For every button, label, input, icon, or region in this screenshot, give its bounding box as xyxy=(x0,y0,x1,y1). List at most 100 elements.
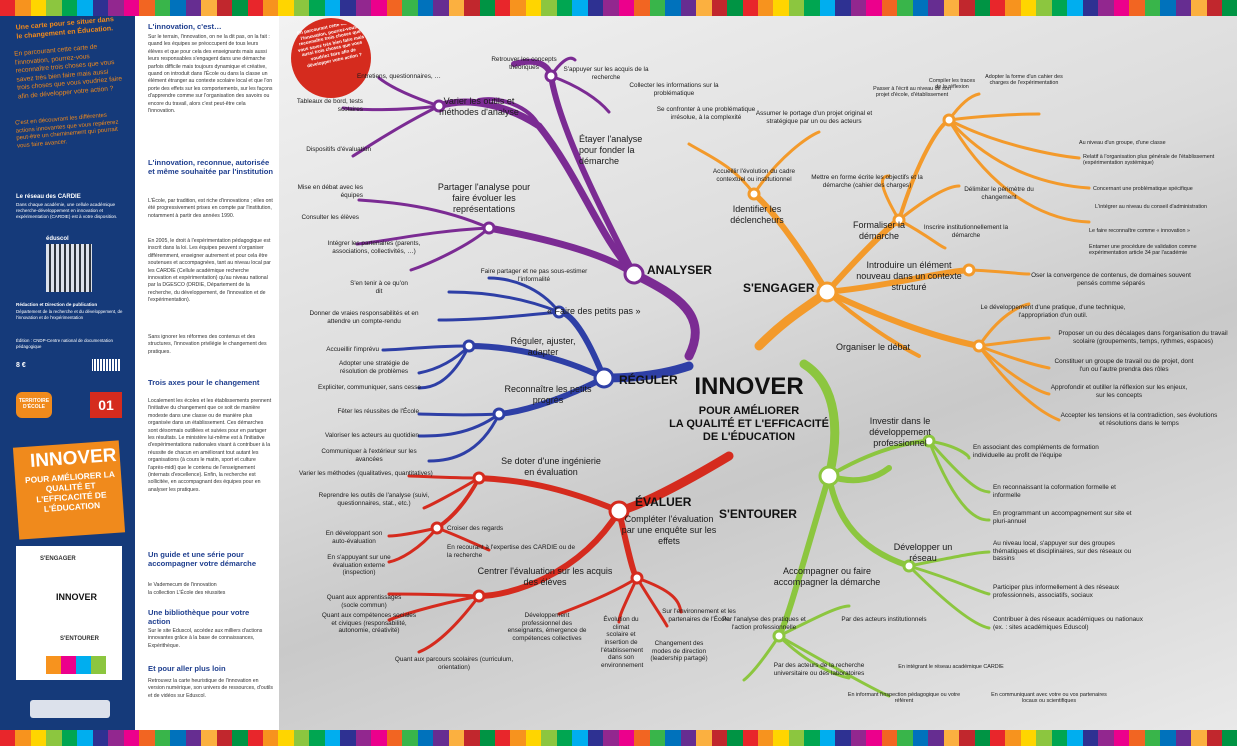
thumb-squares xyxy=(46,656,106,674)
eduscol-label: éduscol xyxy=(46,236,69,242)
subnode xyxy=(747,187,761,201)
map-label-sengager-leaves-5: Passer à l'écrit au niveau de son projet… xyxy=(873,86,951,99)
map-label-analyser-leaves-6: Se confronter à une problématique irréso… xyxy=(656,106,756,121)
thumb-label-innover: INNOVER xyxy=(56,592,98,602)
map-label-sengager-leaves-14: Oser la convergence de contenus, de doma… xyxy=(1031,272,1191,287)
map-label-analyser-leaves-7: Mise en débat avec les équipes xyxy=(297,184,363,199)
subnode xyxy=(472,471,486,485)
branch-sentourer-lines xyxy=(742,359,991,698)
node-sengager xyxy=(816,281,838,303)
map-label-sengager-formaliser: Formaliser la démarche xyxy=(852,220,905,241)
heading-trois-axes: Trois axes pour le changement xyxy=(148,378,260,387)
label-sengager: S'ENGAGER xyxy=(743,281,815,295)
map-label-analyser-leaves-5: Dispositifs d'évaluation xyxy=(306,146,371,153)
heading-innovation: L'innovation, c'est… xyxy=(148,22,222,31)
territoire-badge: TERRITOIRE D'ÉCOLE xyxy=(16,392,52,418)
map-label-sengager-leaves-15: Le développement d'une pratique, d'une t… xyxy=(980,304,1126,319)
map-label-sentourer-leaves-9: En intégrant le réseau académique CARDIE xyxy=(898,664,1004,670)
map-label-evaluer-leaves-2: Croiser des regards xyxy=(447,525,504,532)
text-panel: L'innovation, c'est… Sur le terrain, l'i… xyxy=(140,16,277,730)
node-analyser xyxy=(623,263,645,285)
subnode xyxy=(430,521,444,535)
center-title: INNOVER xyxy=(694,373,803,400)
subnode xyxy=(552,305,566,319)
map-label-sengager-leaves-7: Adopter la forme d'un cahier des charges… xyxy=(985,74,1063,87)
map-label-evaluer-enquete: Compléter l'évaluation par une enquête s… xyxy=(621,514,717,546)
para-innovation: Sur le terrain, l'innovation, on ne la d… xyxy=(148,34,273,115)
subnode xyxy=(482,221,496,235)
map-label-sengager-leaves-10: Concernant une problématique spécifique xyxy=(1093,186,1193,192)
map-label-evaluer-leaves-6: Quant aux apprentissages (socle commun) xyxy=(326,594,402,609)
map-label-evaluer-leaves-8: Quant aux parcours scolaires (curriculum… xyxy=(394,656,514,671)
subnode xyxy=(630,571,644,585)
map-label-reguler-leaves-0: Faire partager et ne pas sous-estimer l'… xyxy=(480,268,588,283)
map-label-sengager-leaves-0: Assumer le portage d'un projet original … xyxy=(755,110,873,125)
map-label-evaluer-leaves-12: Changement des modes de direction (leade… xyxy=(650,640,708,663)
map-label-sengager-leaves-8: Au niveau d'un groupe, d'une classe xyxy=(1079,140,1166,146)
subnode xyxy=(772,629,786,643)
map-label-sentourer-reseau: Développer un réseau xyxy=(893,542,953,563)
label-sentourer: S'ENTOURER xyxy=(719,507,797,521)
map-label-reguler-ajuster: Réguler, ajuster, adapter xyxy=(510,336,576,357)
map-label-evaluer-leaves-3: En développant son auto-évaluation xyxy=(325,530,383,545)
map-label-analyser-leaves-3: Collecter les informations sur la problé… xyxy=(629,82,719,97)
intro-text: En parcourant cette carte de l'innovatio… xyxy=(13,43,123,101)
map-label-reguler-leaves-3: Accueillir l'imprévu xyxy=(326,346,379,353)
map-label-sentourer-leaves-5: Contribuer à des réseaux académiques ou … xyxy=(993,616,1143,631)
subnode xyxy=(902,559,916,573)
map-label-reguler-leaves-7: Valoriser les acteurs au quotidien xyxy=(324,432,419,439)
para-reformes: Sans ignorer les réformes des contenus e… xyxy=(148,334,267,355)
map-label-sentourer-leaves-7: Par des acteurs institutionnels xyxy=(841,616,927,623)
bubble-circle xyxy=(291,18,371,98)
map-label-sengager-leaves-17: Constituer un groupe de travail ou de pr… xyxy=(1054,358,1194,373)
bullet-vademecum[interactable]: le Vademecum de l'innovation xyxy=(148,582,217,588)
price: 8 € xyxy=(16,362,26,369)
map-label-sengager-declencheurs: Identifier les déclencheurs xyxy=(730,204,784,225)
subnode xyxy=(544,69,558,83)
map-label-analyser-leaves-4: Tableaux de bord, tests scolaires xyxy=(296,98,363,113)
map-label-sentourer-leaves-11: En communiquant avec votre ou vos parten… xyxy=(991,692,1107,705)
map-label-analyser-leaves-0: Entretiens, questionnaires, … xyxy=(357,73,441,80)
branch-analyser-lines xyxy=(341,56,700,361)
subnode xyxy=(462,339,476,353)
editor-text: Édition : CNDP-Centre national de docume… xyxy=(16,338,113,349)
para-eduscol: Sur le site Eduscol, accédez aux millier… xyxy=(148,628,263,649)
map-label-sengager-leaves-19: Accepter les tensions et la contradictio… xyxy=(1060,412,1218,427)
node-evaluer xyxy=(608,500,630,522)
map-label-evaluer-leaves-9: Développement professionnel des enseigna… xyxy=(507,612,587,643)
intro-title: Une carte pour se situer dans le changem… xyxy=(15,16,115,41)
map-label-sengager-leaves-2: Mettre en forme écrite les objectifs et … xyxy=(811,174,923,189)
map-label-sentourer-leaves-1: En reconnaissant la coformation formelle… xyxy=(993,484,1116,499)
map-label-analyser-leaves-1: Retrouver les concepts théoriques xyxy=(491,56,557,71)
bullet-collection[interactable]: la collection L'École des réussites xyxy=(148,590,226,596)
map-label-evaluer-leaves-4: En recourant à l'expertise des CARDIE ou… xyxy=(447,544,576,559)
map-label-evaluer-leaves-10: Évolution du climat scolaire et insertio… xyxy=(601,616,644,670)
logos xyxy=(30,700,110,718)
network-title: Le réseau des CARDIE xyxy=(16,194,81,200)
para-2005: En 2005, le droit à l'expérimentation pé… xyxy=(148,238,271,304)
bubble-text: En parcourant cette carte de l'innovatio… xyxy=(297,24,365,68)
map-label-analyser-etayer: Étayer l'analyse pour fonder la démarche xyxy=(579,134,643,166)
heading-reconnue: L'innovation, reconnue, autorisée et mêm… xyxy=(148,158,274,176)
label-analyser: ANALYSER xyxy=(647,263,712,277)
map-label-reguler-leaves-2: Donner de vraies responsabilités et en a… xyxy=(309,310,419,325)
map-label-sengager-leaves-6: Compiler les traces de la réflexion xyxy=(928,78,976,91)
map-label-sentourer-accompagner: Accompagner ou faire accompagner la déma… xyxy=(773,566,881,587)
center-sub1: POUR AMÉLIORER xyxy=(699,404,799,417)
map-label-sengager-leaves-12: Le faire reconnaître comme « innovation … xyxy=(1089,228,1190,234)
mind-map-svg: En parcourant cette carte de l'innovatio… xyxy=(291,18,1091,698)
map-label-sentourer-investir: Investir dans le développement professio… xyxy=(869,416,931,448)
node-sentourer xyxy=(818,465,840,487)
map-label-sentourer-leaves-10: En informant l'inspection pédagogique ou… xyxy=(847,692,961,705)
map-label-sentourer-leaves-6: Par l'analyse des pratiques et l'action … xyxy=(722,616,806,631)
map-label-sengager-leaves-9: Relatif à l'organisation plus générale d… xyxy=(1083,154,1215,167)
color-stripe-bottom xyxy=(0,730,1237,746)
map-label-reguler-leaves-1: S'en tenir à ce qu'on dit xyxy=(350,280,408,295)
left-panel: Une carte pour se situer dans le changem… xyxy=(0,16,135,730)
map-label-analyser-varier: Varier les outils et méthodes d'analyse xyxy=(439,96,519,117)
map-label-sentourer-leaves-2: En programmant un accompagnement sur sit… xyxy=(993,510,1132,525)
mind-map: En parcourant cette carte de l'innovatio… xyxy=(279,16,1237,730)
credits-title: Rédaction et Direction de publication xyxy=(16,302,98,307)
map-label-evaluer-leaves-5: En s'appuyant sur une évaluation externe… xyxy=(327,554,391,577)
label-evaluer: ÉVALUER xyxy=(635,494,692,509)
